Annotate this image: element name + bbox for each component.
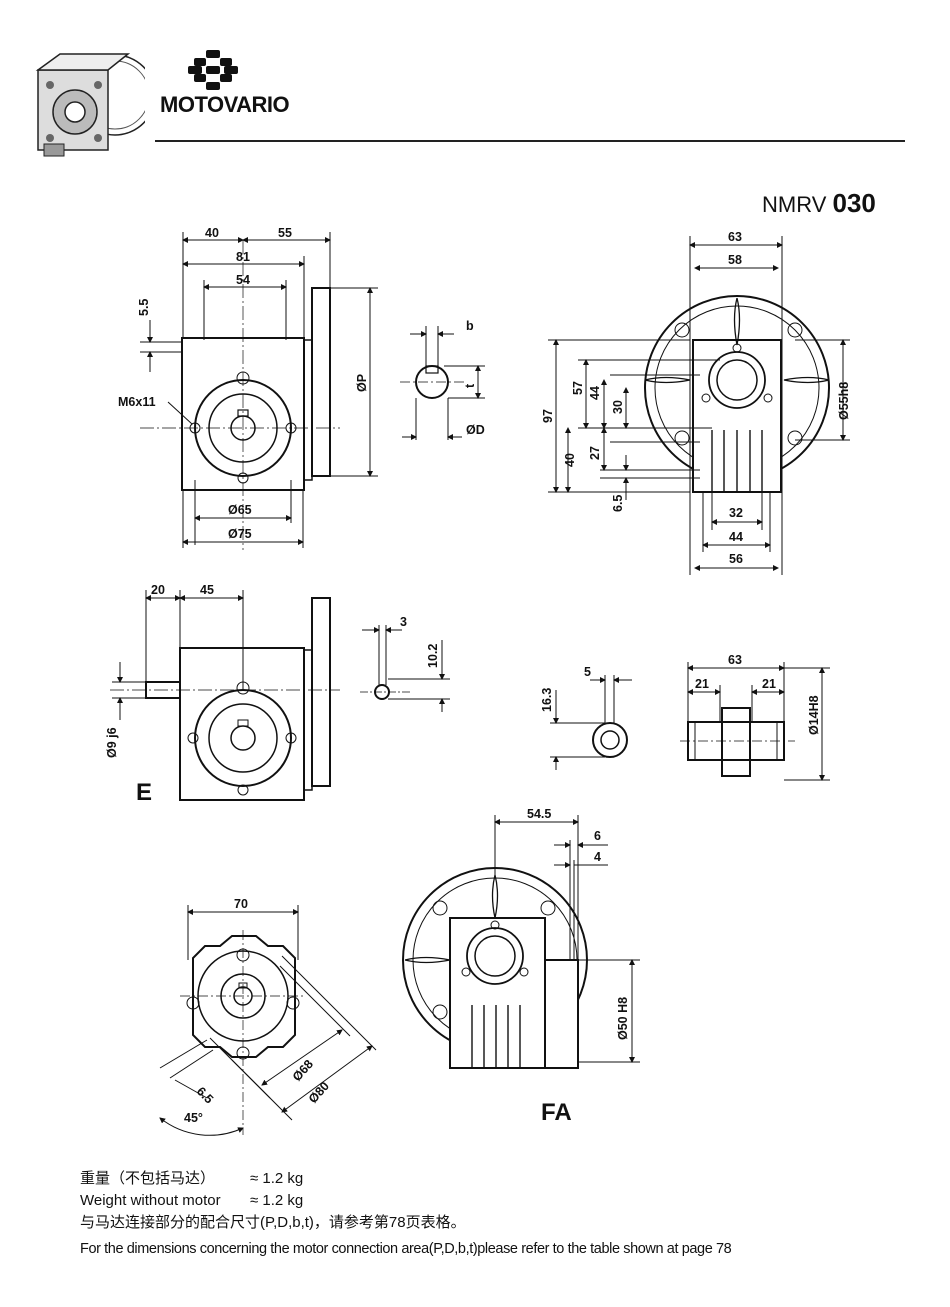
- model-title: NMRV 030: [762, 188, 876, 219]
- dim-label: 40: [563, 453, 577, 467]
- output-bore-key-detail: [550, 675, 632, 770]
- dim-label: 3: [400, 615, 407, 629]
- dim-label: 21: [762, 677, 776, 691]
- output-shaft-drawing: [680, 662, 830, 781]
- dim-label: Ø50 H8: [616, 997, 630, 1040]
- brand-name: MOTOVARIO: [160, 92, 290, 117]
- flange-side-view-drawing: [548, 236, 850, 575]
- fa-flange-side-view-drawing: [402, 815, 640, 1069]
- weight-note-english: Weight without motor ≈ 1.2 kg: [80, 1190, 303, 1212]
- dim-label: Ø65: [228, 503, 252, 517]
- dim-label: 44: [588, 386, 602, 400]
- dim-label: Ø80: [306, 1079, 332, 1106]
- model-prefix: NMRV: [762, 192, 833, 217]
- connection-note-english: For the dimensions concerning the motor …: [80, 1241, 732, 1257]
- dim-label: 4: [594, 850, 601, 864]
- gearbox-thumbnail-illustration: [35, 53, 145, 157]
- dim-label: t: [463, 383, 477, 388]
- dim-label: 21: [695, 677, 709, 691]
- weight-value-cn: ≈ 1.2 kg: [250, 1170, 304, 1187]
- dim-label: 10.2: [426, 644, 440, 668]
- dim-label: 30: [611, 400, 625, 414]
- dim-label: ØD: [466, 423, 485, 437]
- connection-note-chinese: 与马达连接部分的配合尺寸(P,D,b,t)，请参考第78页表格。: [80, 1214, 466, 1231]
- dim-label: b: [466, 319, 474, 333]
- dim-label: 70: [234, 897, 248, 911]
- input-bore-key-detail: [400, 326, 485, 440]
- dim-label: 56: [729, 552, 743, 566]
- dim-label: Ø75: [228, 527, 252, 541]
- dim-label: 45: [200, 583, 214, 597]
- e-shaft-key-detail: [360, 625, 450, 712]
- dim-label: Ø9 j6: [105, 727, 119, 758]
- view-fa-label: FA: [541, 1099, 572, 1126]
- dim-label: ØP: [355, 374, 369, 392]
- dim-label: 27: [588, 446, 602, 460]
- dim-label: 57: [571, 381, 585, 395]
- fa-flange-front-view-drawing: [159, 905, 377, 1136]
- dim-label: Ø14H8: [807, 695, 821, 735]
- dim-label: 6.5: [611, 495, 625, 512]
- weight-note-chinese: 重量（不包括马达） ≈ 1.2 kg: [80, 1168, 303, 1190]
- dim-label: 16.3: [540, 688, 554, 712]
- weight-label-cn: 重量（不包括马达）: [80, 1170, 216, 1187]
- header-divider: [155, 140, 905, 142]
- front-view-drawing: [140, 232, 378, 550]
- motovario-logo-icon: [188, 50, 238, 90]
- dim-label: 55: [278, 226, 292, 240]
- dim-label: 54.5: [527, 807, 551, 821]
- dim-label: 63: [728, 230, 742, 244]
- dim-label: 32: [729, 506, 743, 520]
- dim-label: Ø68: [290, 1057, 316, 1084]
- dim-label: 5.5: [137, 299, 151, 316]
- model-number: 030: [832, 188, 876, 218]
- dim-label: 54: [236, 273, 250, 287]
- dim-label: 97: [541, 409, 555, 423]
- dim-label: 5: [584, 665, 591, 679]
- weight-value-en: ≈ 1.2 kg: [250, 1192, 304, 1209]
- dim-label: 6: [594, 829, 601, 843]
- dim-label: 40: [205, 226, 219, 240]
- dim-label: 20: [151, 583, 165, 597]
- view-e-label: E: [136, 779, 152, 806]
- dim-label: Ø55h8: [837, 382, 851, 420]
- shaft-e-view-drawing: [110, 590, 340, 801]
- technical-drawing: 40 55 81 54 5.5 M6x11 ØP Ø65 Ø75 b t ØD …: [105, 226, 851, 1136]
- dim-label: 44: [729, 530, 743, 544]
- dim-label: M6x11: [118, 395, 156, 409]
- dim-label: 6.5: [194, 1084, 216, 1106]
- weight-label-en: Weight without motor: [80, 1192, 221, 1209]
- dim-label: 81: [236, 250, 250, 264]
- dim-label: 63: [728, 653, 742, 667]
- dim-label: 58: [728, 253, 742, 267]
- dim-label: 45°: [184, 1111, 203, 1125]
